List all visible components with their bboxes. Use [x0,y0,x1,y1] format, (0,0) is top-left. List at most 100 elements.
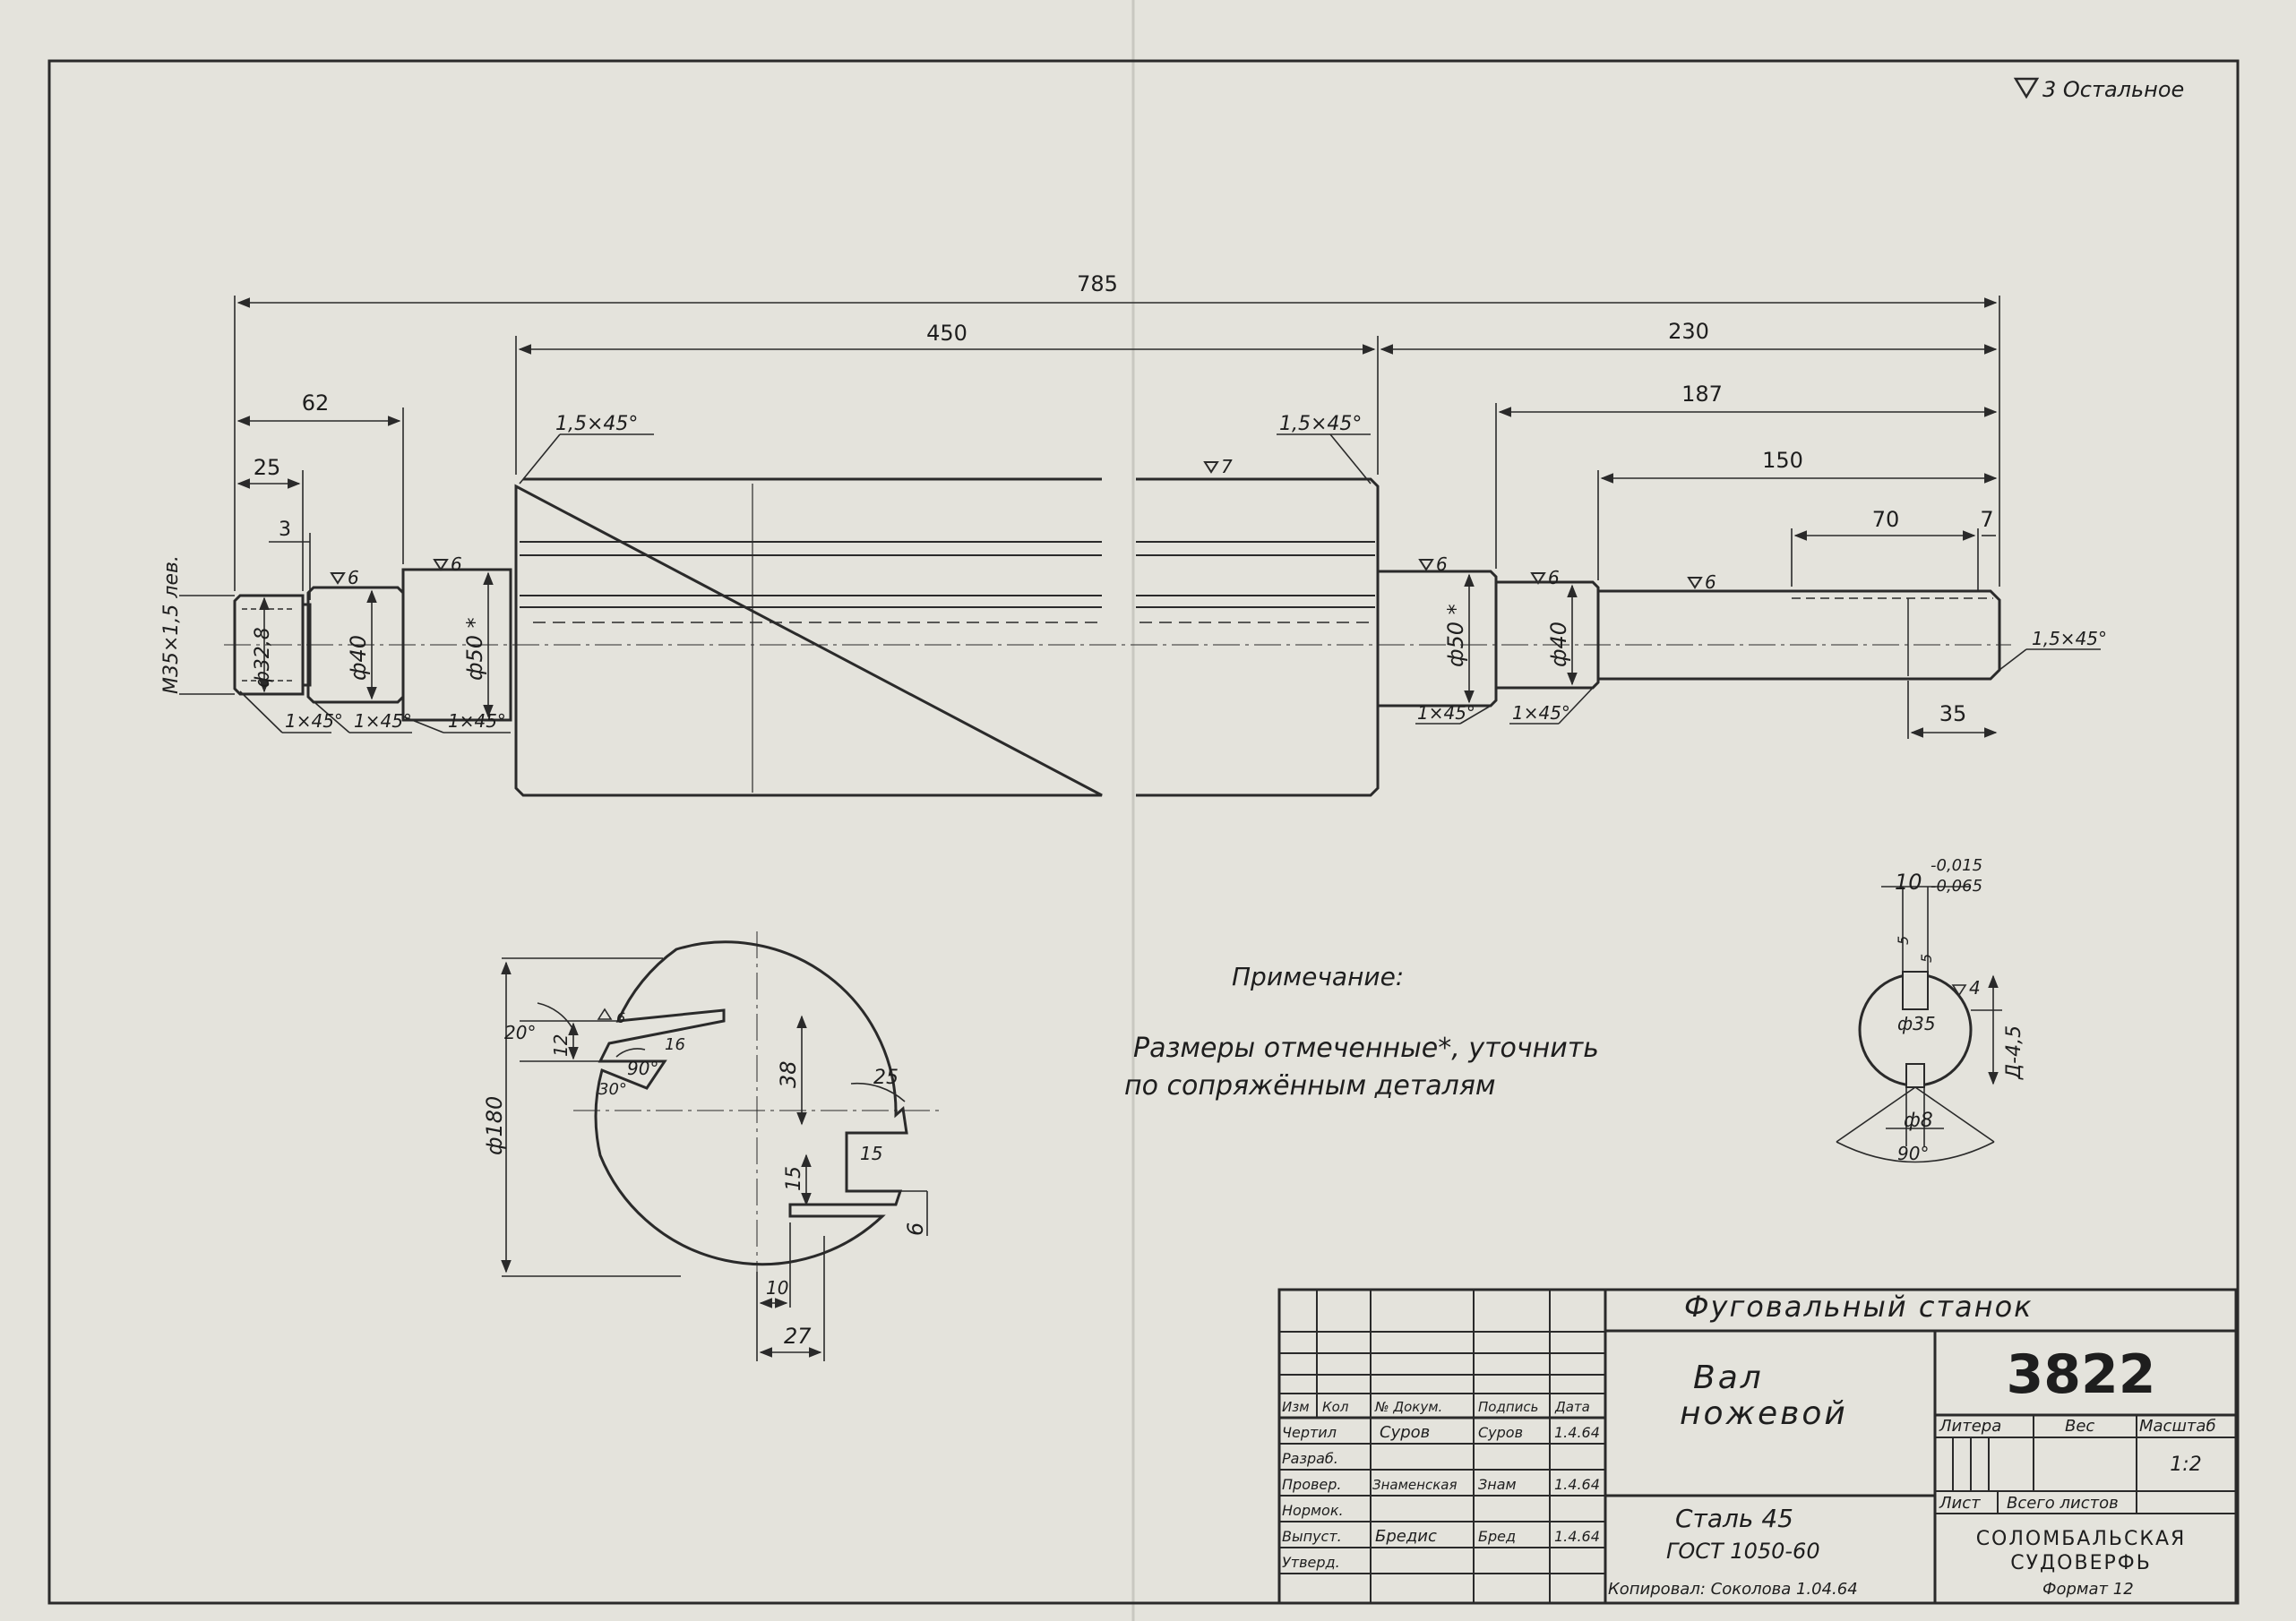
tb-h-izm: Изм [1282,1399,1310,1415]
chamfer-label-4: 1×45° [1417,702,1475,724]
dia-50-right-label: ф50 * [1443,604,1468,667]
sec-25: 25 [873,1067,899,1089]
journal-right [1496,580,1600,690]
tb-name-0: Суров [1380,1423,1430,1442]
key-a90: 90° [1897,1143,1929,1164]
roughness-icon [330,572,346,585]
roughness-icon [433,559,449,571]
tb-part-2: ножевой [1680,1395,1848,1432]
tb-role-5: Утверд. [1282,1554,1340,1571]
tb-scale-value: 1:2 [2170,1454,2201,1476]
tb-role-3: Нормок. [1282,1502,1344,1519]
dim-3-label: 3 [279,519,291,541]
dim-arc-90 [615,1048,646,1058]
key-slot [1902,971,1929,1010]
tb-date-4: 1.4.64 [1554,1528,1600,1545]
note-title: Примечание: [1232,962,1404,991]
chamfer-label-2: 1×45° [354,710,412,732]
roughness-val: 7 [1221,456,1233,477]
shaft-roughness [330,461,1703,589]
sec-a20: 20° [504,1022,536,1043]
note-line-2: по сопряжённым деталям [1124,1070,1496,1102]
section-dimensions [501,957,928,1361]
chamfer-label-1: 1×45° [285,710,343,732]
dia-40-left-label: ф40 [346,635,371,681]
tb-mass: Вес [2065,1417,2094,1436]
roughness-icon [1418,559,1434,571]
key-s5a: 5 [1895,936,1912,945]
chamfer-label-3: 1×45° [448,710,506,732]
dim-7-label: 7 [1980,507,1993,532]
sec-a90: 90° [627,1058,658,1079]
shaft-end [1598,589,2001,681]
section-hatched [594,940,908,1266]
tb-date-2: 1.4.64 [1554,1476,1600,1493]
key-slot-bottom [1905,1063,1925,1088]
bearing-right [1378,570,1498,708]
sec-a30: 30° [598,1080,627,1099]
cross-section [573,931,941,1290]
roughness-val: 6 [451,553,462,575]
dim-25-label: 25 [254,455,281,480]
dim-key-arc-90 [1836,1141,1995,1163]
tb-h-doc: № Докум. [1374,1399,1442,1415]
sec-d180: ф180 [482,1096,507,1155]
tb-h-date: Дата [1554,1399,1590,1415]
dia-40-right-label: ф40 [1546,622,1571,667]
chamfer-label-end: 1,5×45° [2032,628,2107,649]
sec-10: 10 [766,1277,788,1299]
thread-end [233,594,305,696]
tb-sign-2: Знам [1478,1476,1517,1493]
tb-number: 3822 [2007,1343,2156,1406]
sec-12: 12 [550,1034,572,1057]
tb-material-2: ГОСТ 1050-60 [1666,1539,1820,1564]
tb-litera: Литера [1939,1417,2001,1436]
dim-150-label: 150 [1762,448,1803,473]
tb-role-1: Разраб. [1282,1450,1338,1467]
roughness-val: 6 [1436,553,1448,575]
body-left [514,477,1103,797]
key-tol-lo: -0,065 [1931,877,1982,896]
roughness-icon [1951,984,1967,997]
tb-machine: Фуговальный станок [1684,1290,2033,1324]
sec-6: 6 [903,1222,928,1236]
tb-format: Формат 12 [2042,1580,2134,1599]
sec-15a: 15 [783,1166,805,1191]
tb-sheet: Лист [1939,1494,1981,1513]
chamfer-label-body-left: 1,5×45° [555,413,638,435]
dim-overall-label: 785 [1077,271,1118,296]
roughness-icon [1530,572,1546,585]
tb-role-4: Выпуст. [1282,1528,1342,1545]
roughness-val: 6 [1705,571,1716,593]
dim-187-label: 187 [1681,382,1723,407]
tb-org-1: СОЛОМБАЛЬСКАЯ [1976,1528,2187,1550]
chamfer-label-5: 1×45° [1512,702,1570,724]
note-line-1: Размеры отмеченные*, уточнить [1133,1033,1599,1064]
key-section [1836,886,2002,1163]
dia-328-label: ф32,8 [252,627,274,688]
roughness-icon [1203,461,1219,474]
dim-62-label: 62 [302,390,330,416]
sec-r6: 6 [616,1009,625,1026]
dim-right-label: 230 [1668,319,1709,344]
roughness-val: 6 [1548,567,1560,588]
key-d35: ф35 [1897,1013,1936,1034]
tb-h-sign: Подпись [1478,1399,1538,1415]
journal-left [306,586,405,704]
roughness-icon [597,1008,613,1020]
key-s5b: 5 [1918,954,1935,963]
thread-label: M35×1,5 лев. [160,555,183,694]
tb-role-0: Чертил [1282,1424,1337,1441]
dim-70-label: 70 [1872,507,1900,532]
sec-16: 16 [665,1035,685,1054]
tb-h-kol: Кол [1322,1399,1349,1415]
tb-name-2: Знаменская [1372,1477,1458,1493]
tb-sign-4: Бред [1478,1528,1516,1545]
dim-arc-25 [850,1082,906,1102]
roughness-val: 6 [348,567,359,588]
key-d8: ф8 [1904,1110,1933,1132]
roughness-icon [2013,77,2040,99]
